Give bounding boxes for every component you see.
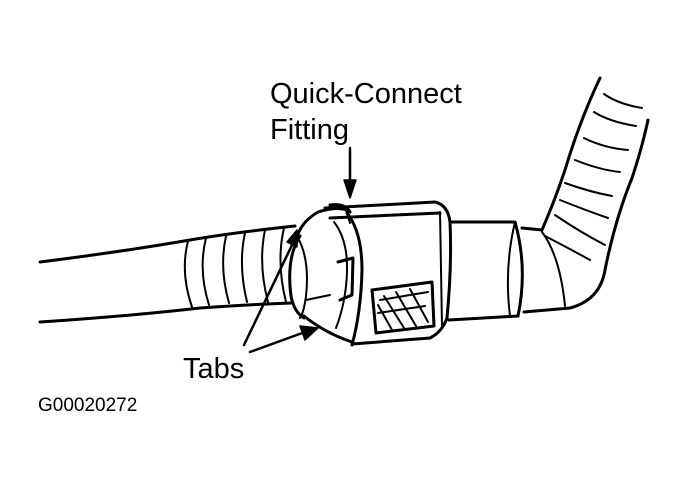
tabs-label: Tabs [183,353,245,385]
tab-arrow-upper [242,229,298,347]
right-fuel-line [520,76,650,314]
tab-arrow-lower [248,325,319,354]
fitting-label-line2: Fitting [270,114,349,146]
fitting-arrow [343,146,357,199]
figure-code: G00020272 [38,395,138,416]
left-fuel-line [38,224,297,324]
fitting-label-line1: Quick-Connect [270,78,462,110]
quick-connect-fitting [288,200,524,347]
